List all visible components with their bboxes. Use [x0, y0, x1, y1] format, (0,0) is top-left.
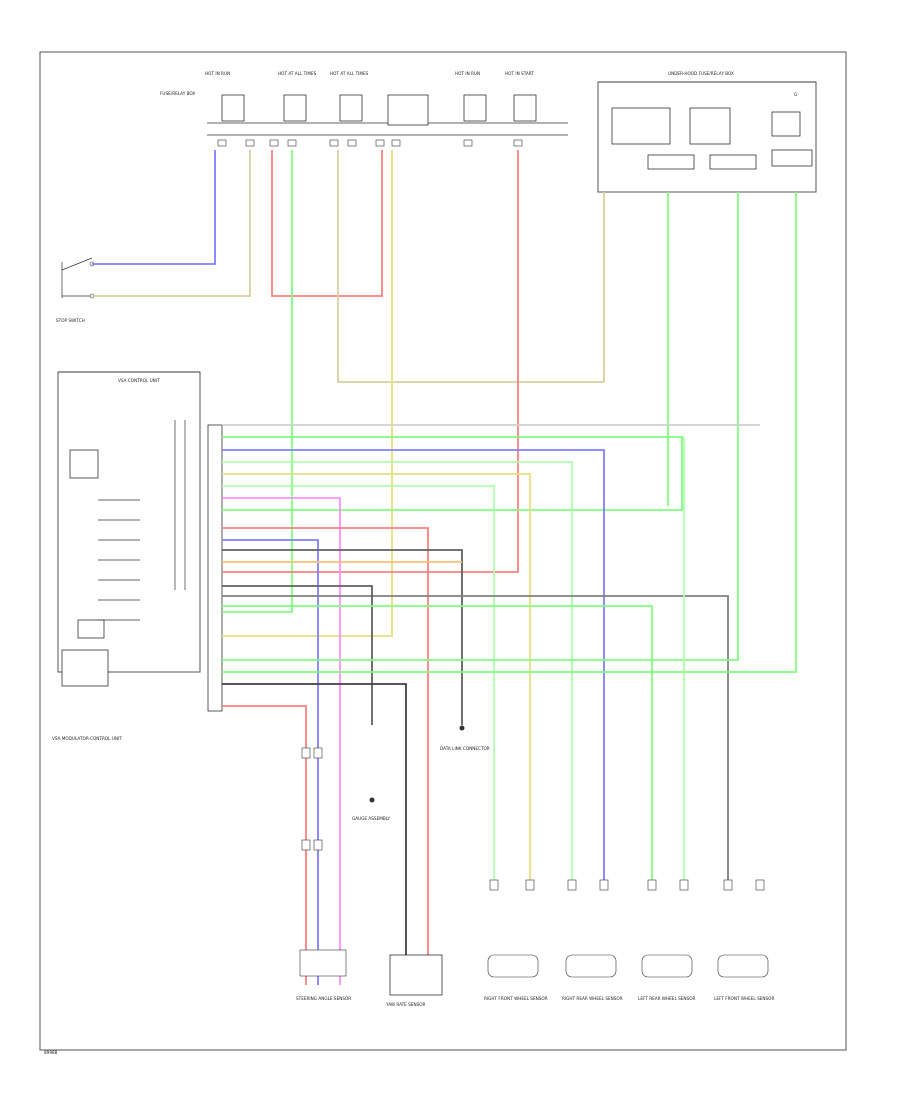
wire-green-5	[222, 192, 797, 673]
dlc-label: DATA LINK CONNECTOR	[440, 746, 490, 751]
stop-switch-label: STOP SWITCH	[56, 318, 85, 323]
underhood-box: G	[597, 81, 817, 193]
wire-red-start	[222, 150, 519, 573]
lf-sensor-label: LEFT FRONT WHEEL SENSOR	[714, 996, 774, 1001]
wire-green-2	[222, 436, 683, 511]
fuse-relay-box-label: FUSE/RELAY BOX	[160, 91, 195, 96]
hot-always-label-2: HOT AT ALL TIMES	[330, 71, 369, 76]
diagram-id: 89988	[44, 1050, 58, 1055]
wire-gray-lr	[222, 595, 729, 885]
lr-wheel-sensor: LEFT REAR WHEEL SENSOR	[638, 954, 695, 1001]
diagram-frame	[39, 51, 847, 1051]
wire-gray-1	[222, 549, 463, 725]
wire-yellow-2	[222, 473, 531, 885]
wire-blue-2	[222, 539, 319, 985]
vsa-top-label: VSA CONTROL UNIT	[118, 378, 160, 383]
wire-pink	[222, 497, 341, 985]
wire-lgreen-rr	[222, 461, 573, 885]
wire-tan-stop	[92, 150, 251, 297]
wire-blue-rr	[222, 449, 605, 885]
lf-wheel-sensor: LEFT FRONT WHEEL SENSOR	[714, 954, 774, 1001]
wire-green-lr	[222, 605, 653, 885]
data-link-connector: DATA LINK CONNECTOR	[440, 725, 490, 751]
vsa-unit: VSA CONTROL UNIT VSA MODULATOR-CONTROL U…	[52, 371, 201, 741]
gauge-assembly: GAUGE ASSEMBLY	[352, 797, 390, 821]
wire-green-4	[222, 192, 739, 661]
fuse-row: HOT IN RUN HOT AT ALL TIMES HOT AT ALL T…	[160, 71, 734, 147]
vsa-unit-label: VSA MODULATOR-CONTROL UNIT	[52, 736, 122, 741]
hot-always-label-1: HOT AT ALL TIMES	[278, 71, 317, 76]
hot-run-label-2: HOT IN RUN	[455, 71, 480, 76]
steering-sensor-label: STEERING ANGLE SENSOR	[296, 996, 351, 1001]
hot-start-label: HOT IN START	[505, 71, 534, 76]
wire-green-1	[222, 150, 293, 613]
inline-connectors	[301, 747, 765, 891]
wire-tan-underhood	[337, 150, 605, 383]
lr-sensor-label: LEFT REAR WHEEL SENSOR	[638, 996, 695, 1001]
wires	[92, 150, 797, 985]
wire-blue-stop	[92, 150, 216, 265]
hot-run-label-1: HOT IN RUN	[205, 71, 230, 76]
rr-wheel-sensor: RIGHT REAR WHEEL SENSOR	[562, 954, 623, 1001]
yaw-rate-sensor: YAW RATE SENSOR	[385, 954, 443, 1007]
wire-yellow-1	[222, 150, 393, 637]
wire-red-top	[271, 150, 383, 297]
wire-lgreen-rf	[222, 485, 495, 885]
rr-sensor-label: RIGHT REAR WHEEL SENSOR	[562, 996, 623, 1001]
vsa-connector	[207, 424, 223, 712]
meter-label: GAUGE ASSEMBLY	[352, 816, 390, 821]
steering-angle-sensor: STEERING ANGLE SENSOR	[296, 949, 351, 1001]
wire-red-main	[222, 527, 429, 955]
wire-red-yaw	[222, 705, 307, 985]
stop-switch: STOP SWITCH	[56, 257, 95, 323]
wire-gray-2	[222, 585, 373, 725]
rf-sensor-label: RIGHT FRONT WHEEL SENSOR	[484, 996, 548, 1001]
ground-label: G	[794, 92, 797, 97]
underhood-box-label: UNDER-HOOD FUSE/RELAY BOX	[668, 71, 734, 76]
wire-dark-yaw	[222, 683, 407, 955]
rf-wheel-sensor: RIGHT FRONT WHEEL SENSOR	[484, 954, 548, 1001]
yaw-sensor-label: YAW RATE SENSOR	[385, 1002, 426, 1007]
